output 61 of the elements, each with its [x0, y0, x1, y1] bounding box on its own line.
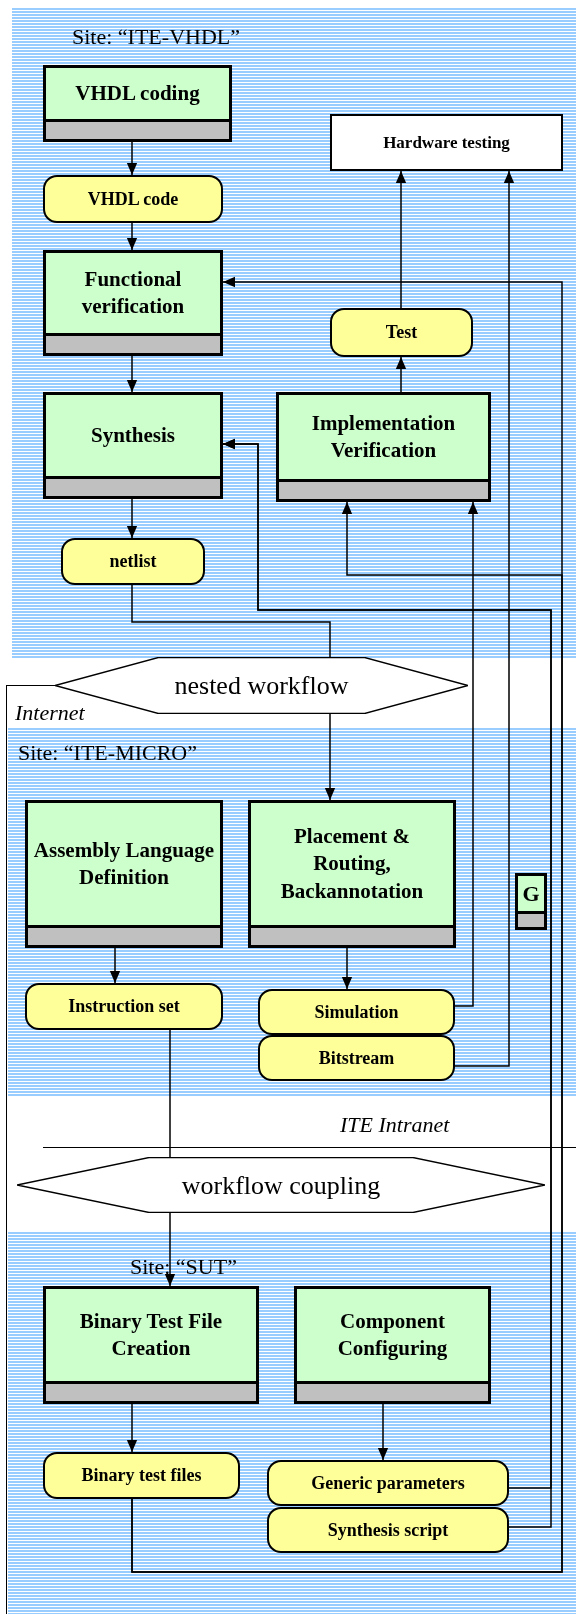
- region-label: Site: “ITE-VHDL”: [72, 26, 240, 48]
- node-label: nested workflow: [174, 670, 349, 702]
- node-label: Binary test files: [81, 1464, 202, 1487]
- process-box: [25, 800, 223, 948]
- arrow: [164, 1212, 176, 1287]
- arrow: [324, 713, 336, 801]
- data-pill: [267, 1460, 509, 1506]
- node-label: Synthesis script: [327, 1518, 449, 1542]
- node-label: Test: [385, 321, 418, 344]
- region-label: Internet: [15, 702, 85, 724]
- arrow: [395, 356, 407, 393]
- arrow: [109, 947, 121, 984]
- node-label: netlist: [109, 550, 157, 573]
- node-label: Assembly Language Definition: [32, 836, 216, 891]
- arrow: [454, 170, 515, 1067]
- arrow: [341, 947, 353, 990]
- node-label: Synthesis: [91, 421, 175, 449]
- process-box: [43, 1286, 259, 1404]
- process-box: [294, 1286, 491, 1404]
- process-box: [248, 800, 456, 948]
- node-label: Binary Test File Creation: [78, 1307, 224, 1362]
- region-label: Site: “ITE-MICRO”: [18, 742, 198, 764]
- arrow: [395, 170, 407, 309]
- node-label: Generic parameters: [311, 1471, 465, 1495]
- node-label: Bitstream: [318, 1046, 395, 1070]
- data-pill: [61, 538, 205, 585]
- arrow: [131, 501, 563, 1573]
- node-label: Implementation Verification: [310, 409, 457, 464]
- node-label: Simulation: [314, 1000, 399, 1024]
- node-label: Component Configuring: [336, 1307, 449, 1362]
- arrow: [377, 1403, 389, 1461]
- node-label: VHDL code: [87, 187, 179, 211]
- process-box: [43, 65, 232, 142]
- node-label: VHDL coding: [75, 79, 200, 107]
- data-pill: [258, 989, 455, 1035]
- data-pill: [43, 175, 223, 223]
- data-pill: [43, 1452, 240, 1499]
- node-label: workflow coupling: [181, 1169, 381, 1202]
- arrow: [126, 222, 138, 251]
- arrow: [126, 141, 138, 176]
- workflow-hexagon: [17, 1157, 545, 1213]
- region-label: Site: “SUT”: [130, 1256, 237, 1278]
- arrow: [454, 501, 479, 1007]
- data-pill: [267, 1507, 509, 1553]
- node-label: Functional verification: [80, 265, 186, 320]
- data-pill: [258, 1035, 455, 1081]
- data-pill: [25, 983, 223, 1030]
- process-box: [330, 114, 563, 171]
- process-box: [515, 873, 547, 930]
- region-label: ITE Intranet: [340, 1114, 450, 1136]
- process-box: [43, 250, 223, 356]
- node-label: Instruction set: [68, 995, 180, 1018]
- node-label: Hardware testing: [383, 131, 510, 154]
- process-box: [43, 392, 223, 499]
- process-box: [276, 392, 491, 502]
- node-label: Placement & Routing, Backannotation: [279, 823, 425, 905]
- node-label: G: [522, 882, 540, 905]
- arrow: [126, 1403, 138, 1453]
- arrow: [126, 355, 138, 393]
- arrow: [126, 498, 138, 539]
- data-pill: [330, 308, 473, 357]
